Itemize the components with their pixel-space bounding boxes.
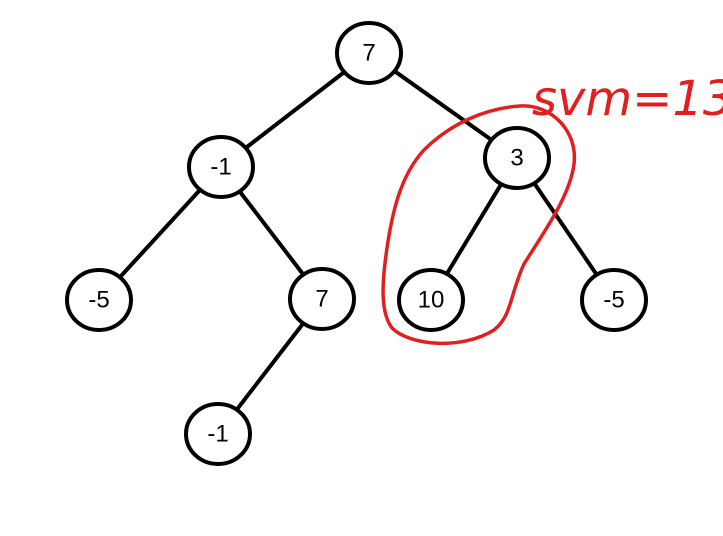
tree-node-root: 7 (335, 21, 403, 85)
tree-node-right-left: 10 (397, 268, 465, 332)
node-value: -1 (210, 154, 231, 181)
tree-node-left-right-left: -1 (184, 402, 252, 466)
tree-node-right-right: -5 (580, 268, 648, 332)
node-value: 3 (510, 145, 523, 172)
sum-annotation: svm=13 (532, 71, 723, 127)
node-value: -5 (88, 287, 109, 314)
node-circle (65, 268, 133, 332)
tree-nodes: 7 -1 3 -5 7 10 -5 -1 (65, 21, 648, 466)
node-value: -5 (603, 287, 624, 314)
node-value: 10 (418, 287, 445, 314)
node-value: 7 (315, 286, 328, 313)
node-circle (580, 268, 648, 332)
highlight-loop (381, 104, 577, 346)
node-circle (335, 21, 403, 85)
tree-node-left: -1 (187, 135, 255, 199)
tree-node-right: 3 (483, 126, 551, 190)
node-circle (187, 135, 255, 199)
tree-node-left-left: -5 (65, 268, 133, 332)
node-value: -1 (207, 421, 228, 448)
node-circle (397, 268, 465, 332)
node-circle (184, 402, 252, 466)
node-value: 7 (362, 40, 375, 67)
node-circle (483, 126, 551, 190)
tree-node-left-right: 7 (288, 267, 356, 331)
node-circle (288, 267, 356, 331)
